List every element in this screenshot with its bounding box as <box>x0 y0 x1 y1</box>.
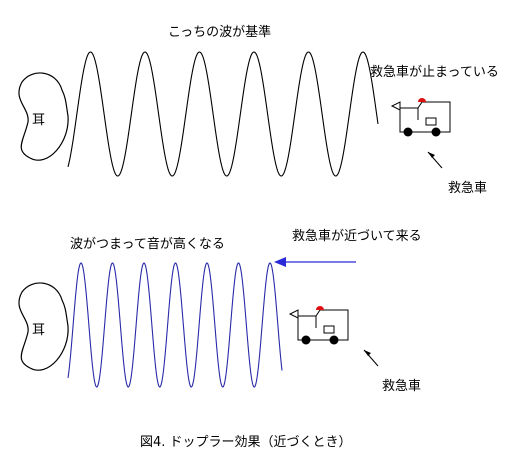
top-front-wheel-icon <box>403 127 413 137</box>
bottom-ear-label: 耳 <box>32 323 45 338</box>
bottom-approach-label: 救急車が近づいて来る <box>292 228 422 244</box>
top-wave-label: こっちの波が基準 <box>168 24 271 40</box>
bottom-rear-wheel-icon <box>329 335 339 345</box>
bottom-wave-label: 波がつまって音が高くなる <box>70 236 225 252</box>
top-rear-wheel-icon <box>431 127 441 137</box>
top-reference-wave <box>67 51 379 177</box>
bottom-ear-icon <box>18 282 69 371</box>
bottom-ear: 耳 <box>18 282 69 371</box>
bottom-front-wheel-icon <box>301 335 311 345</box>
bottom-ambulance-icon <box>297 309 349 341</box>
top-ambulance-icon <box>399 101 451 133</box>
top-ear-label: 耳 <box>32 113 45 128</box>
top-ambulance-label: 救急車 <box>448 180 487 196</box>
bottom-ambulance-label: 救急車 <box>382 378 421 394</box>
bottom-ambulance <box>288 306 349 345</box>
bottom-siren-icon <box>316 306 324 310</box>
top-siren-icon <box>418 98 426 102</box>
top-ear: 耳 <box>18 72 69 161</box>
bottom-compressed-wave <box>67 262 283 388</box>
top-ambulance <box>390 98 451 137</box>
top-stopped-label: 救急車が止まっている <box>370 64 499 80</box>
figure-caption: 図4. ドップラー効果（近づくとき） <box>140 435 352 450</box>
approach-arrow <box>274 257 356 267</box>
top-ear-icon <box>18 72 69 161</box>
